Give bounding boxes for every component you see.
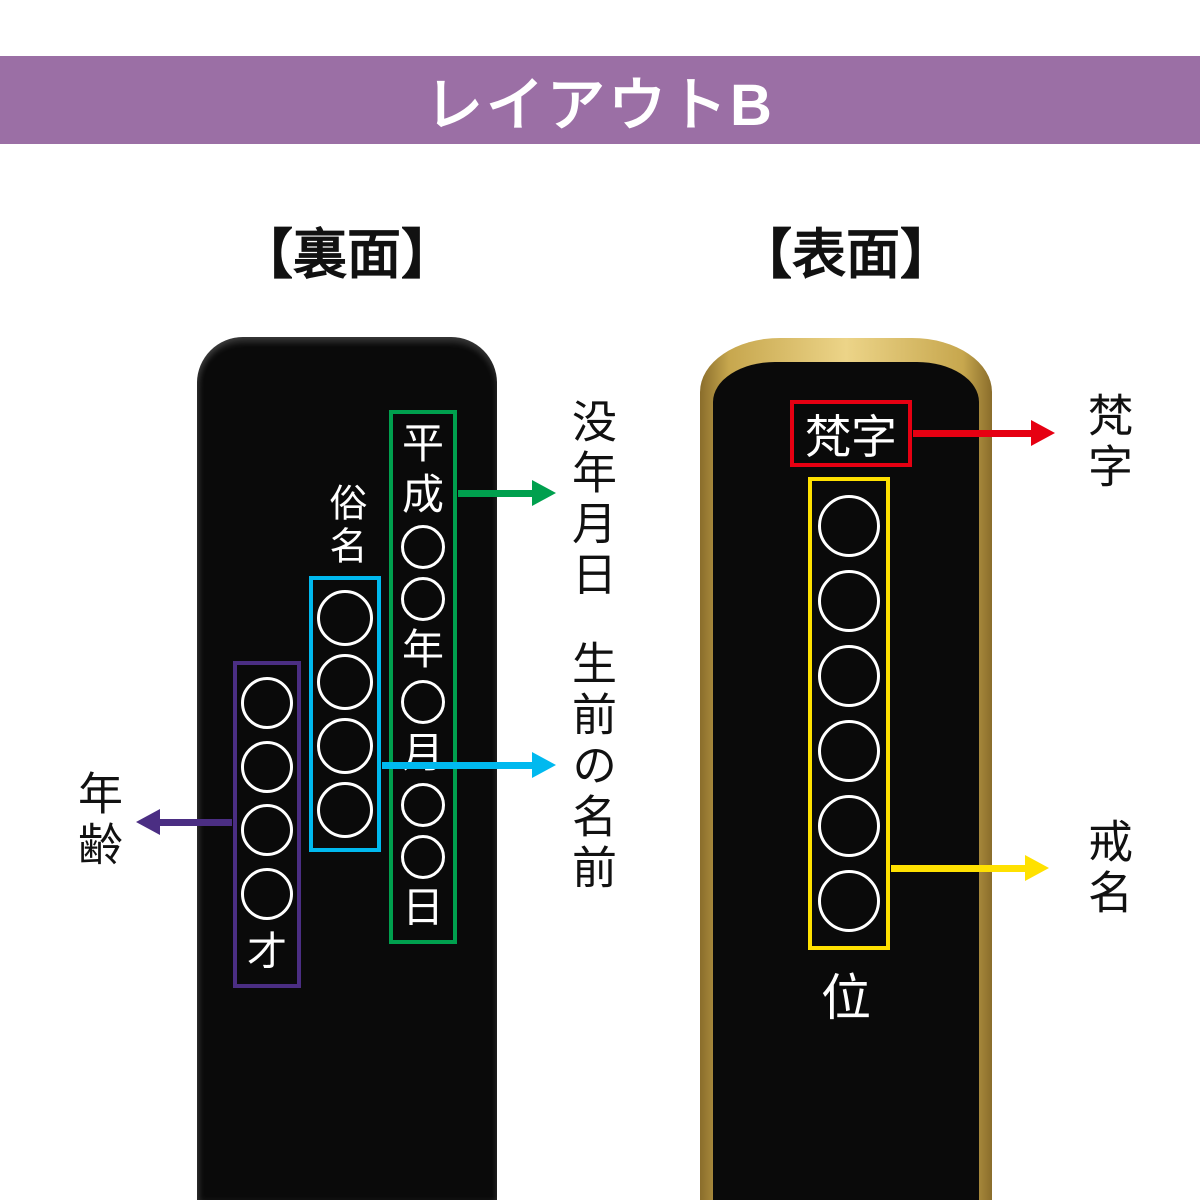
tablet-char: 成	[401, 472, 444, 519]
arrow-head-icon	[1031, 420, 1055, 446]
front-side-title: 【表面】	[738, 225, 954, 285]
tablet-char: 年	[401, 627, 444, 674]
arrow-line	[913, 429, 1031, 437]
kaimyo-label: 戒名	[1081, 818, 1132, 920]
circle-placeholder	[401, 680, 445, 725]
circle-placeholder	[818, 719, 880, 782]
secular-name-arrow	[382, 752, 556, 778]
circle-placeholder	[818, 794, 880, 857]
tablet-char: 才	[247, 929, 287, 975]
kaimyo-box	[808, 477, 890, 950]
circle-placeholder	[317, 782, 373, 838]
circle-placeholder	[401, 835, 445, 880]
circle-placeholder	[401, 524, 445, 569]
circle-placeholder	[317, 590, 373, 646]
circle-placeholder	[401, 577, 445, 622]
circle-placeholder	[241, 804, 293, 857]
memorial-tablet-back: 俗名 平成年月日 才	[197, 337, 497, 1200]
bonji-box: 梵字	[790, 400, 912, 467]
age-box: 才	[233, 661, 301, 988]
back-side-title: 【裏面】	[239, 225, 455, 285]
arrow-line	[160, 818, 232, 826]
circle-placeholder	[818, 645, 880, 708]
tablet-char: 平	[401, 422, 444, 469]
arrow-line	[382, 761, 532, 769]
bonji-arrow	[913, 420, 1055, 446]
age-arrow	[136, 809, 232, 835]
age-label: 年齢	[71, 770, 122, 872]
header-banner: レイアウトB	[0, 56, 1200, 144]
page-title: レイアウトB	[425, 73, 775, 138]
circle-placeholder	[818, 570, 880, 633]
circle-placeholder	[241, 740, 293, 793]
death-date-arrow	[458, 480, 556, 506]
secular-name-box	[309, 576, 381, 852]
arrow-head-icon	[136, 809, 160, 835]
death-date-box: 平成年月日	[389, 410, 457, 944]
arrow-line	[458, 489, 532, 497]
circle-placeholder	[818, 869, 880, 932]
kaimyo-arrow	[891, 855, 1049, 881]
secular-name-label: 生前の名前	[565, 640, 616, 895]
tablet-char: 日	[401, 885, 444, 932]
tablet-front-surface: 梵字 位	[713, 362, 979, 1200]
circle-placeholder	[317, 654, 373, 710]
arrow-line	[891, 864, 1025, 872]
circle-placeholder	[818, 495, 880, 558]
rank-character: 位	[821, 970, 871, 1026]
circle-placeholder	[241, 676, 293, 729]
bonji-label: 梵字	[1081, 392, 1132, 494]
circle-placeholder	[401, 782, 445, 827]
death-date-label: 没年月日	[565, 398, 616, 602]
bonji-text: 梵字	[805, 411, 897, 463]
arrow-head-icon	[532, 752, 556, 778]
memorial-tablet-front: 梵字 位	[700, 338, 992, 1200]
circle-placeholder	[317, 718, 373, 774]
arrow-head-icon	[532, 480, 556, 506]
circle-placeholder	[241, 868, 293, 921]
arrow-head-icon	[1025, 855, 1049, 881]
zokumyo-label: 俗名	[323, 483, 365, 569]
